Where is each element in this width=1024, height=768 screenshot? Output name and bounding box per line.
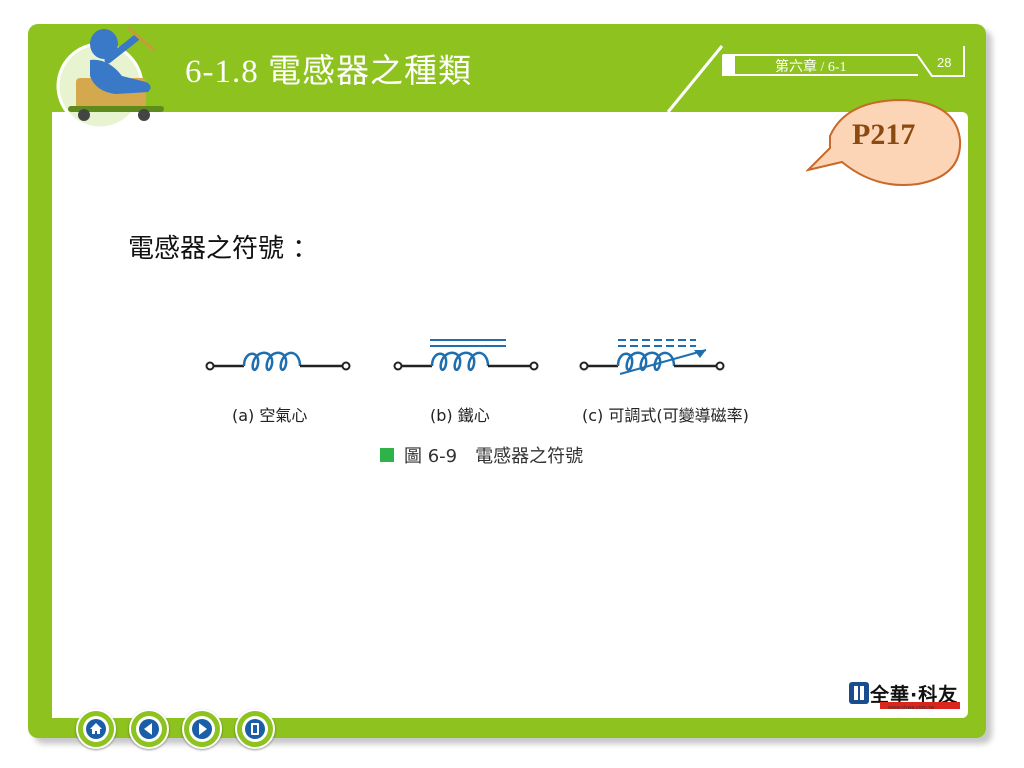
page-reference-text: P217 — [852, 118, 916, 151]
exit-button[interactable] — [235, 709, 275, 749]
caption-text: 圖 6-9 電感器之符號 — [404, 446, 584, 467]
page-number: 28 — [937, 55, 952, 70]
caption-square-icon — [380, 448, 394, 462]
slide-title: 6-1.8 電感器之種類 — [185, 54, 472, 90]
symbol-label-iron-core: (b) 鐵心 — [430, 406, 490, 425]
home-button[interactable] — [76, 709, 116, 749]
section-heading: 電感器之符號 ： — [128, 234, 319, 264]
inductor-iron-core-icon — [393, 339, 539, 372]
exit-icon — [245, 719, 265, 739]
header-divider — [666, 45, 724, 113]
logo-underline — [880, 702, 960, 709]
content-area — [52, 112, 968, 718]
inductor-symbols-figure — [205, 339, 725, 375]
inductor-air-core-icon — [205, 351, 351, 372]
next-icon — [192, 719, 212, 739]
next-button[interactable] — [182, 709, 222, 749]
publisher-logo-icon — [849, 682, 869, 704]
page-tab — [917, 46, 965, 77]
previous-button[interactable] — [129, 709, 169, 749]
chapter-bar-fill — [735, 56, 918, 74]
figure-caption: 圖 6-9 電感器之符號 — [380, 442, 583, 468]
publisher-logo-text: 全華·科友 — [870, 684, 959, 706]
page-reference-badge — [806, 98, 962, 187]
symbol-label-air-core: (a) 空氣心 — [232, 406, 308, 425]
symbol-label-adjustable: (c) 可調式(可變導磁率) — [582, 406, 749, 425]
inductor-adjustable-icon — [579, 339, 725, 375]
chapter-label: 第六章 / 6-1 — [775, 60, 847, 75]
home-icon — [86, 719, 106, 739]
mascot-icon — [56, 26, 164, 130]
publisher-url: www.chwa.com.tw — [888, 705, 935, 711]
previous-icon — [139, 719, 159, 739]
